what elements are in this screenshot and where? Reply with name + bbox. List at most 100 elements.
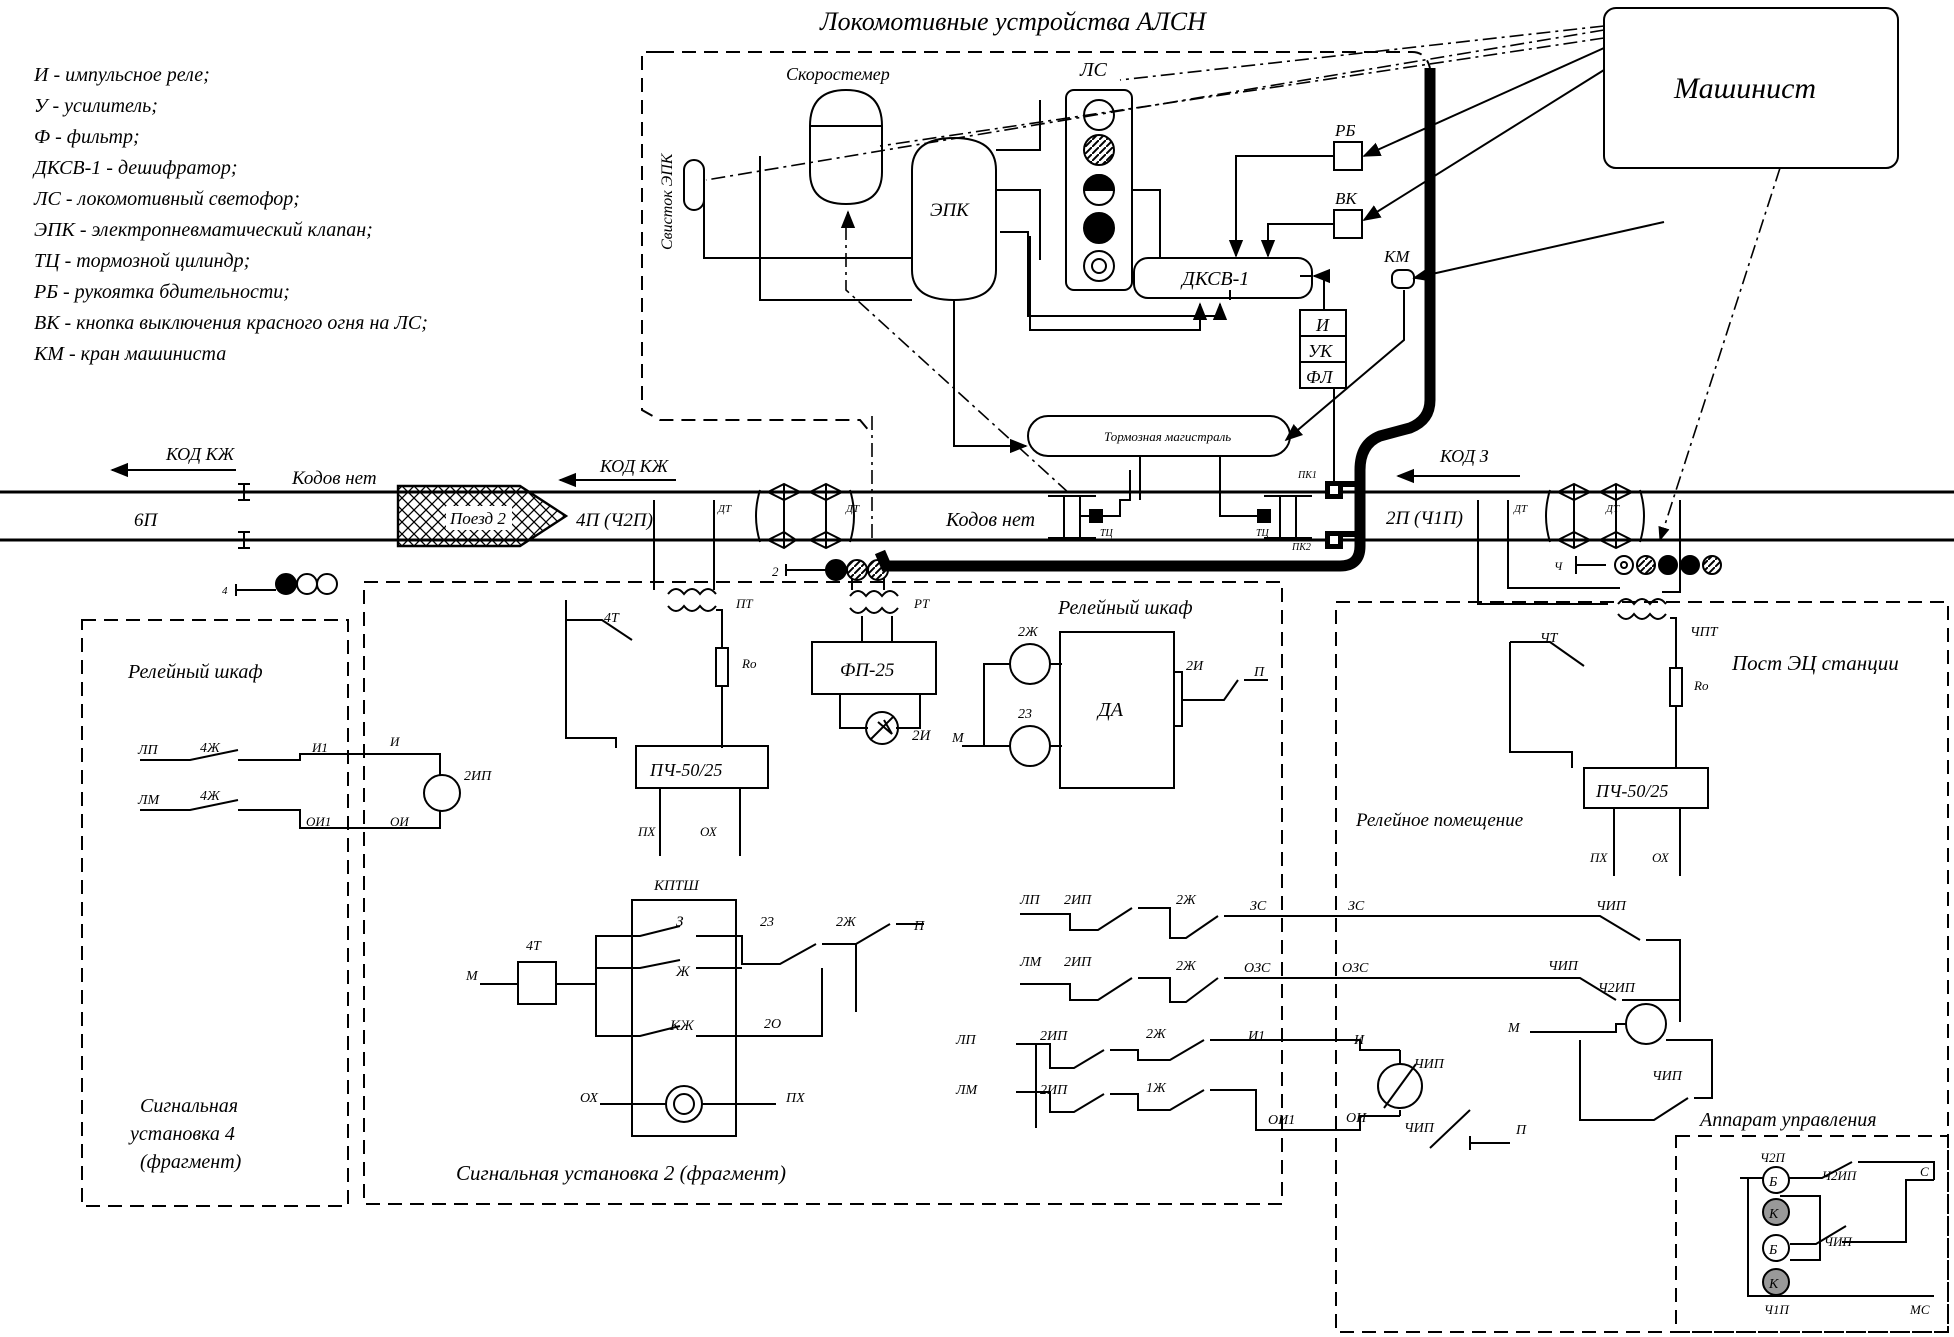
cab4-caption-1: Сигнальная	[140, 1095, 238, 1117]
sec-6p: 6П	[134, 510, 159, 531]
kptsh-block	[631, 899, 737, 1137]
ls-label: ЛС	[1079, 59, 1108, 81]
cab2-p: П	[1253, 665, 1265, 680]
post-chip-relay: ЧИП	[1414, 1057, 1445, 1072]
cabinet-4-frame	[81, 619, 349, 1207]
lad-2ip1: 2ИП	[1064, 893, 1092, 908]
lad-2ip3: 2ИП	[1040, 1029, 1068, 1044]
post-pch: ПЧ-50/25	[1595, 781, 1668, 801]
brake-cylinder-right	[1264, 495, 1312, 539]
driver-label: Машинист	[1673, 72, 1816, 105]
cab2-z: З	[676, 914, 684, 930]
post-chip1: ЧИП	[1596, 899, 1627, 914]
post-chip3: ЧИП	[1652, 1069, 1683, 1084]
legend-item: ВК - кнопка выключения красного огня на …	[34, 312, 428, 334]
lamp-2zh	[1009, 643, 1051, 685]
post-title: Пост ЭЦ станции	[1731, 651, 1899, 675]
lad-2zh1: 2Ж	[1176, 893, 1197, 908]
lad-2ip4: 2ИП	[1040, 1083, 1068, 1098]
panel-ch1p: Ч1П	[1764, 1302, 1790, 1317]
cab2-da: ДА	[1096, 699, 1124, 721]
signal-2-lamp-1	[825, 559, 847, 581]
cab2-ox: ОХ	[700, 824, 718, 839]
cab2-kptsh: КПТШ	[653, 878, 700, 894]
relay-room-label: Релейное помещение	[1355, 810, 1523, 831]
kod-kzh-mid: КОД КЖ	[599, 456, 670, 476]
legend-item: РБ - рукоятка бдительности;	[34, 281, 290, 303]
loco-boundary	[641, 51, 1431, 433]
signal-2-num: 2	[772, 564, 779, 579]
chpt-transformer	[1617, 598, 1667, 620]
post-ro: Ro	[1693, 678, 1709, 693]
sec-4p: 4П (Ч2П)	[576, 510, 653, 531]
lad-lm2: ЛМ	[955, 1083, 978, 1098]
cab2-oxb: ОХ	[580, 1091, 598, 1106]
dt-right-2: ДТ	[1605, 503, 1620, 515]
post-frame	[1335, 601, 1949, 1333]
legend-item: Ф - фильтр;	[34, 126, 140, 148]
post-zs: ЗС	[1348, 899, 1365, 914]
whistle-label: Свисток ЭПК	[659, 152, 676, 250]
cab4-i1: И1	[311, 740, 328, 755]
cab2-4t: 4Т	[604, 611, 620, 626]
lad-lp2: ЛП	[955, 1033, 976, 1048]
panel-chip: ЧИП	[1824, 1234, 1853, 1249]
pk1-label: ПК1	[1297, 470, 1317, 481]
vk-button	[1333, 209, 1363, 239]
signal-ch-lamp-5	[1702, 555, 1722, 575]
lad-1zh: 1Ж	[1146, 1081, 1167, 1096]
relay-ch2ip	[1625, 1003, 1667, 1045]
signal-4-num: 4	[222, 585, 228, 597]
signal-ch-lamp-4	[1680, 555, 1700, 575]
fp25-filter	[811, 641, 937, 695]
lad-2zh3: 2Ж	[1146, 1027, 1167, 1042]
epk-label: ЭПК	[930, 200, 970, 221]
resistor-ro-post	[1669, 667, 1683, 707]
relay-2ip-4	[423, 774, 461, 812]
cab2-4tb: 4Т	[526, 939, 542, 954]
post-p: П	[1515, 1123, 1527, 1138]
cab4-caption-3: (фрагмент)	[140, 1151, 242, 1173]
tc-label-1: ТЦ	[1100, 528, 1114, 539]
signal-2-lamp-3	[867, 559, 889, 581]
signal-ch-lamp-2	[1636, 555, 1656, 575]
panel-k2: К	[1768, 1277, 1779, 1292]
cabinet-2-title: Релейный шкаф	[1057, 597, 1193, 619]
panel-ms: МС	[1909, 1302, 1930, 1317]
vk-label: ВК	[1335, 189, 1358, 208]
kod-kzh-left: КОД КЖ	[165, 444, 236, 464]
cab4-caption-2: установка 4	[128, 1123, 235, 1145]
cab2-px: ПХ	[637, 824, 656, 839]
sec-2p: 2П (Ч1П)	[1386, 508, 1463, 529]
cab4-4zh-2: 4Ж	[200, 789, 221, 804]
dksv-box	[1133, 257, 1313, 299]
lamp-k-2	[1762, 1268, 1790, 1296]
panel-k1: К	[1768, 1207, 1779, 1222]
lad-i1: И1	[1247, 1029, 1265, 1044]
panel-title: Аппарат управления	[1698, 1109, 1877, 1131]
panel-ch2p: Ч2П	[1760, 1150, 1786, 1165]
pt-label: ПТ	[735, 596, 753, 611]
panel-s: С	[1920, 1164, 1929, 1179]
cab2-2i-contact: 2И	[1186, 659, 1204, 674]
lad-2zh2: 2Ж	[1176, 959, 1197, 974]
km-label: КМ	[1383, 247, 1410, 266]
legend: И - импульсное реле; У - усилитель; Ф - …	[34, 60, 428, 370]
ls-light-3	[1082, 174, 1116, 191]
legend-item: У - усилитель;	[34, 95, 158, 117]
post-chip-contact: ЧИП	[1404, 1121, 1435, 1136]
i-label: И	[1315, 315, 1330, 335]
cab2-mb: М	[465, 969, 479, 984]
dt-right-1: ДТ	[1513, 503, 1528, 515]
cab2-fp: ФП-25	[840, 660, 894, 681]
ls-light-4	[1083, 212, 1115, 244]
cab2-2zh: 2Ж	[1018, 625, 1039, 640]
post-ox: ОХ	[1652, 850, 1670, 865]
cab4-lp: ЛП	[137, 743, 158, 758]
lad-2ip2: 2ИП	[1064, 955, 1092, 970]
lamp-b-1	[1762, 1166, 1790, 1194]
cab4-i: И	[389, 734, 400, 749]
cab2-caption: Сигнальная установка 2 (фрагмент)	[456, 1161, 786, 1185]
post-cht: ЧТ	[1540, 631, 1559, 646]
cabinet-4-title: Релейный шкаф	[127, 661, 263, 683]
